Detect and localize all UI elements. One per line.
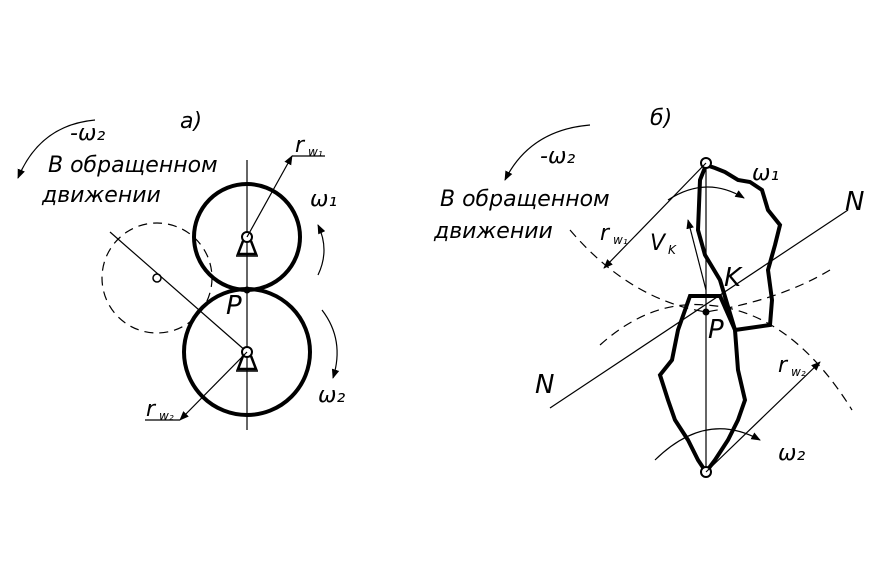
radius-1-symbol-b: r [600,221,611,246]
rotated-center-line [109,231,248,353]
contact-point-label: K [724,263,743,293]
radius-2-leader [179,351,248,421]
omega-1-label-b: ω₁ [752,161,779,186]
velocity-subscript: K [668,243,677,257]
reverse-rotation-arrow-b [504,124,591,181]
omega-1-label: ω₁ [310,187,337,212]
pitch-point-dot-b [702,308,710,316]
rotated-gear-center [152,273,162,283]
radius-2-subscript: w₂ [159,409,174,423]
velocity-vector [686,219,707,291]
omega-2-label-b: ω₂ [778,441,805,466]
tooth-1-profile [695,162,783,333]
panel-a-label: а) [180,109,202,134]
line-of-action [549,209,849,409]
omega-2-arrow-b [654,428,761,461]
radius-2-symbol-b: r [778,353,789,378]
panel-b: б) -ω₂ В обращенном движении N N P K V K [433,106,864,478]
pitch-arc-lower [599,303,853,411]
velocity-symbol: V [650,231,667,256]
rotated-gear-dashed-circle [101,222,213,334]
radius-1-subscript: w₁ [308,145,323,159]
radius-2-symbol: r [146,397,157,422]
reverse-rotation-label: -ω₂ [70,121,105,146]
panel-a: а) -ω₂ В обращенном движении P [17,109,345,430]
line-n-top-label: N [845,187,864,217]
radius-2-subscript-b: w₂ [791,365,806,379]
radius-2-leader-b [705,361,821,473]
radius-1-leader-b [603,162,707,269]
omega-1-arrow [317,224,326,276]
radius-1-subscript-b: w₁ [613,233,628,247]
reverse-rotation-label-b: -ω₂ [540,144,575,169]
pitch-point-label-b: P [708,315,724,345]
omega-1-arrow-b [667,186,745,201]
caption-b-line-1: В обращенном [440,187,610,212]
radius-1-leader [246,155,293,238]
caption-b-line-2: движении [433,219,553,244]
line-n-bottom-label: N [535,370,554,400]
omega-2-label: ω₂ [318,383,345,408]
pitch-point-dot [243,286,251,294]
caption-line-2: движении [41,183,161,208]
reverse-rotation-arrow [17,119,96,179]
radius-1-symbol: r [295,133,306,158]
caption-line-1: В обращенном [48,153,218,178]
omega-2-arrow [321,309,340,379]
panel-b-label: б) [650,106,672,131]
pitch-point-label: P [226,291,242,321]
